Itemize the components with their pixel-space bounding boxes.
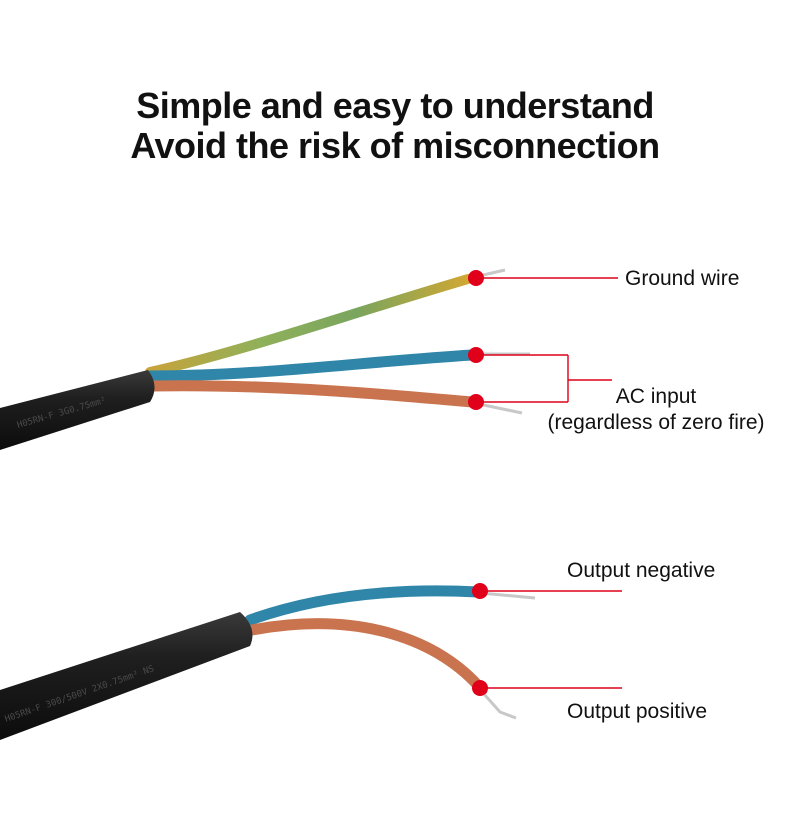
label-ac-input: AC input (regardless of zero fire) [530, 384, 782, 436]
label-output-positive: Output positive [567, 700, 708, 723]
label-ac-input-note: (regardless of zero fire) [547, 411, 765, 434]
ground-wire [145, 274, 473, 377]
leader-lines [476, 277, 622, 689]
top-cable-jacket [0, 370, 155, 450]
bottom-cable-jacket [0, 612, 253, 740]
marker-positive [472, 680, 488, 696]
bottom-cable: H05RN-F 300/500V 2X0.75mm² NS [0, 585, 536, 740]
marker-ac-brown [468, 394, 484, 410]
label-ground-wire: Ground wire [625, 267, 740, 290]
label-output-negative: Output negative [567, 559, 716, 582]
marker-ground [468, 270, 484, 286]
top-cable: H05RN-F 3G0.75mm² [0, 268, 530, 450]
ac-brown-wire [144, 380, 478, 408]
label-ac-input-title: AC input [615, 385, 697, 408]
output-negative-conductor [479, 591, 536, 600]
output-negative-wire [244, 585, 484, 626]
markers [468, 270, 488, 696]
headline-line-1: Simple and easy to understand [136, 85, 654, 126]
marker-negative [472, 583, 488, 599]
ac-blue-wire [144, 349, 478, 382]
headline-line-2: Avoid the risk of misconnection [130, 125, 660, 166]
output-positive-conductor [482, 693, 517, 720]
marker-ac-blue [468, 347, 484, 363]
output-positive-wire [246, 618, 488, 696]
